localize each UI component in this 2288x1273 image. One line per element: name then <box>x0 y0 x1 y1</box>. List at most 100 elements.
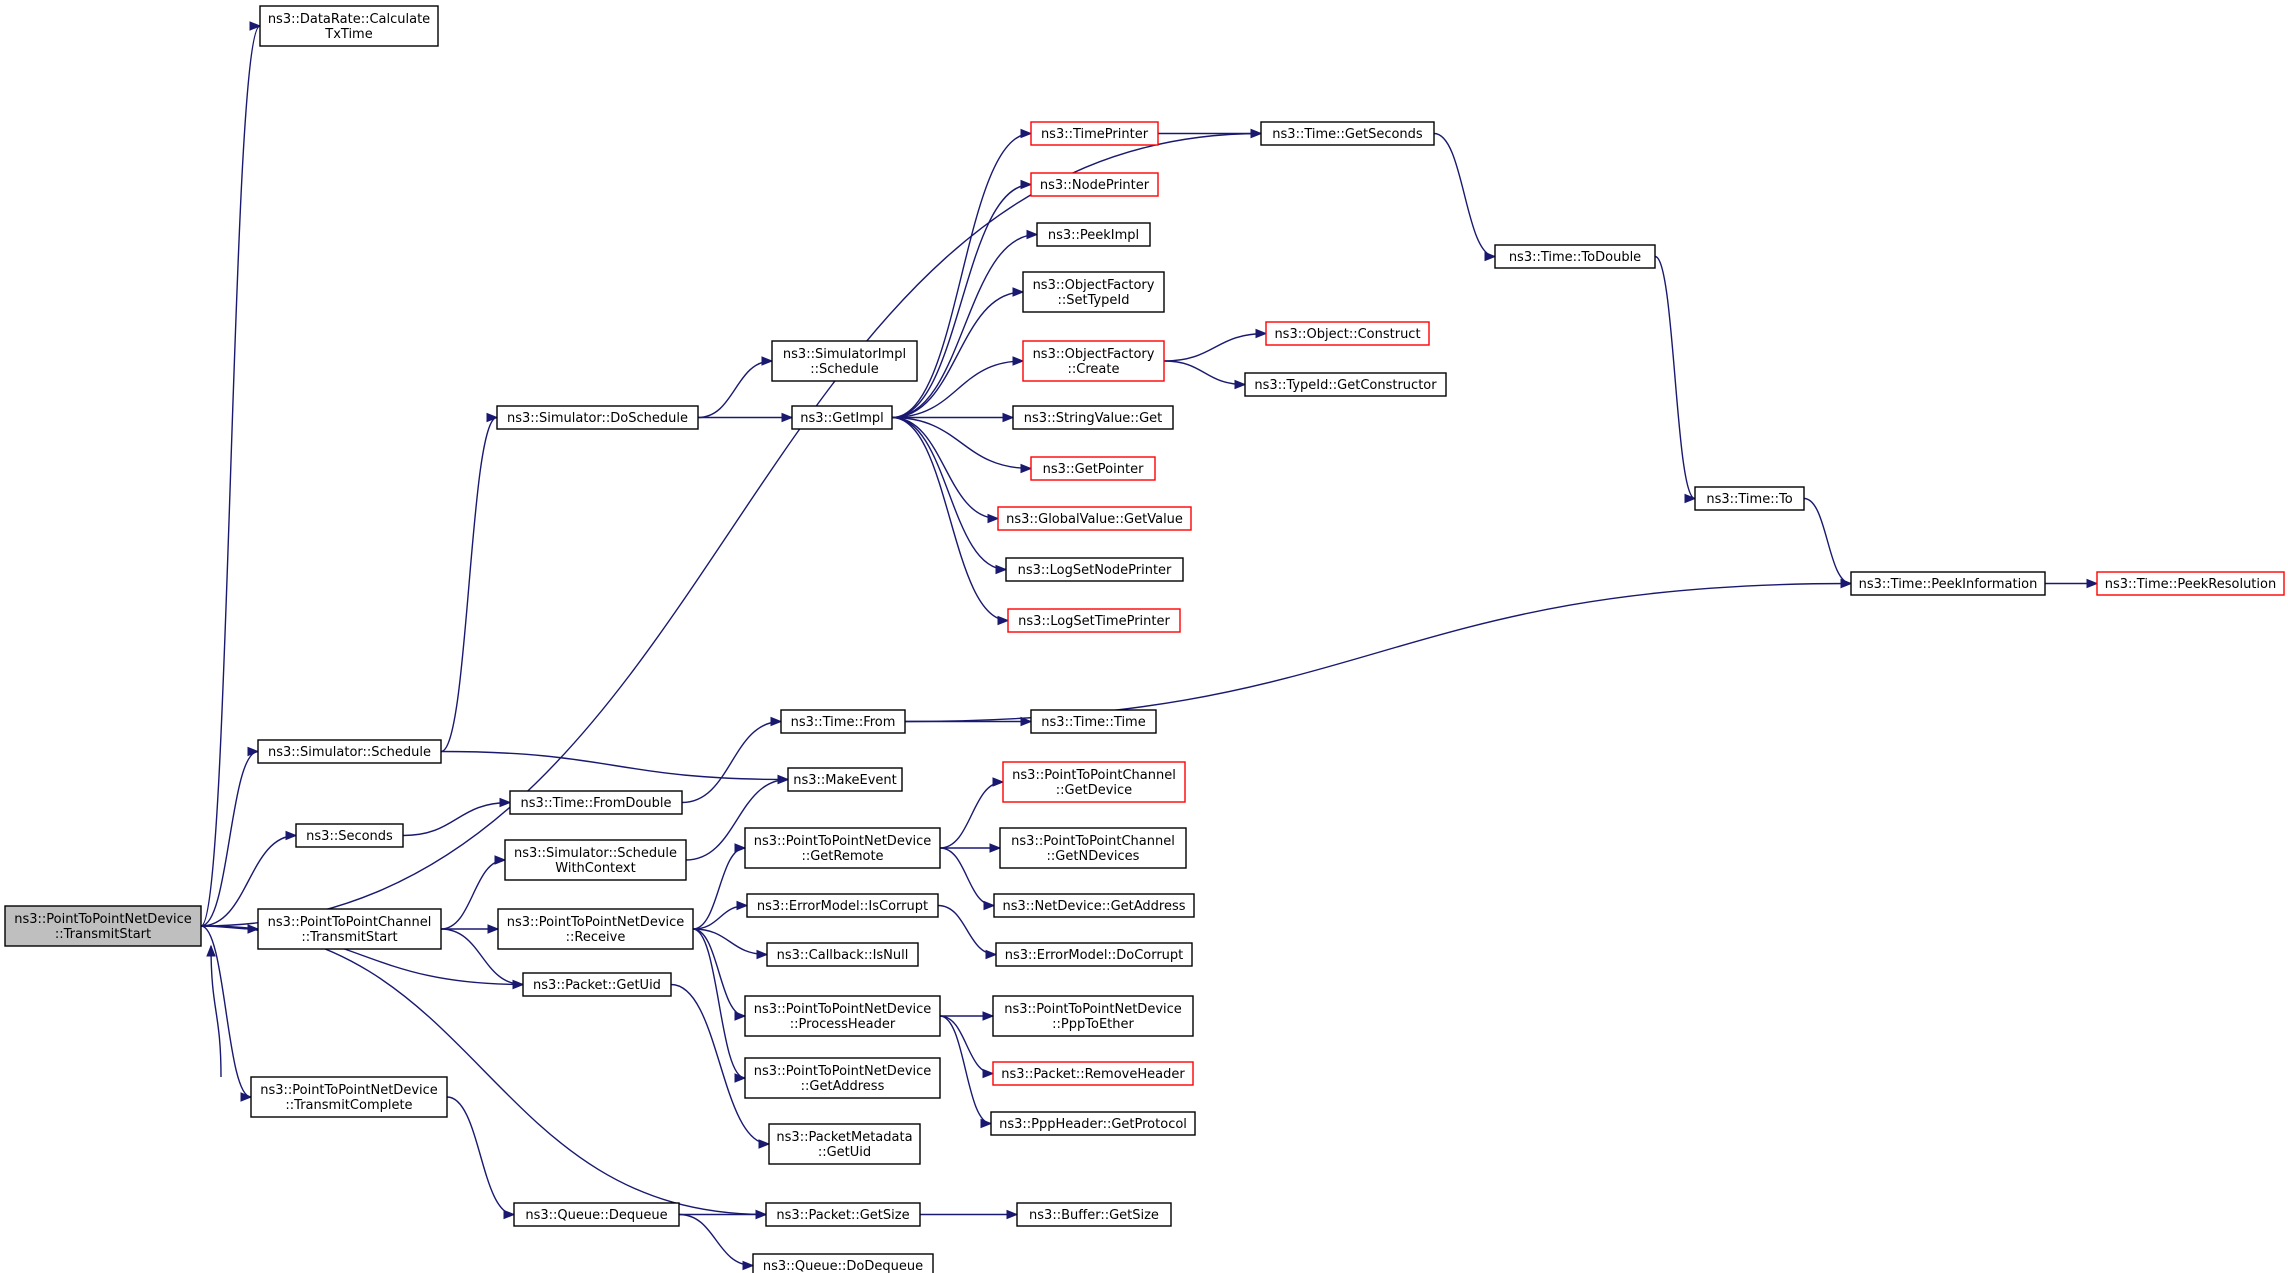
node-simschedule[interactable]: ns3::Simulator::Schedule <box>257 739 442 764</box>
node-box[interactable] <box>1030 456 1156 481</box>
node-bufgetsize[interactable]: ns3::Buffer::GetSize <box>1016 1202 1172 1227</box>
node-peekinfo[interactable]: ns3::Time::PeekInformation <box>1850 571 2046 596</box>
node-timetime[interactable]: ns3::Time::Time <box>1030 709 1157 734</box>
node-globalgetvalue[interactable]: ns3::GlobalValue::GetValue <box>997 506 1192 531</box>
node-box[interactable] <box>1022 271 1165 313</box>
node-box[interactable] <box>497 908 694 950</box>
node-p2pchtransmit[interactable]: ns3::PointToPointChannel::TransmitStart <box>257 908 442 950</box>
node-box[interactable] <box>259 5 439 47</box>
node-p2pgetaddr[interactable]: ns3::PointToPointNetDevice::GetAddress <box>744 1057 941 1099</box>
node-box[interactable] <box>1850 571 2046 596</box>
node-box[interactable] <box>993 893 1195 918</box>
node-peekimpl[interactable]: ns3::PeekImpl <box>1036 222 1151 247</box>
node-dodequeue[interactable]: ns3::Queue::DoDequeue <box>752 1253 934 1273</box>
node-box[interactable] <box>1260 121 1435 146</box>
node-box[interactable] <box>746 893 939 918</box>
node-box[interactable] <box>504 839 687 881</box>
node-pmgetuid[interactable]: ns3::PacketMetadata::GetUid <box>768 1123 921 1165</box>
node-txcomplete[interactable]: ns3::PointToPointNetDevice::TransmitComp… <box>250 1076 448 1118</box>
node-box[interactable] <box>522 972 672 997</box>
node-stringvalueget[interactable]: ns3::StringValue::Get <box>1012 405 1174 430</box>
node-logsetnode[interactable]: ns3::LogSetNodePrinter <box>1005 557 1184 582</box>
node-iscorrupt[interactable]: ns3::ErrorModel::IsCorrupt <box>746 893 939 918</box>
node-box[interactable] <box>1022 340 1165 382</box>
node-getconstructor[interactable]: ns3::TypeId::GetConstructor <box>1244 372 1447 397</box>
node-box[interactable] <box>992 995 1194 1037</box>
node-p2pchgetdevice[interactable]: ns3::PointToPointChannel::GetDevice <box>1002 761 1186 803</box>
node-box[interactable] <box>1002 761 1186 803</box>
node-fromdouble[interactable]: ns3::Time::FromDouble <box>509 790 683 815</box>
node-processheader[interactable]: ns3::PointToPointNetDevice::ProcessHeade… <box>744 995 941 1037</box>
node-logsettime[interactable]: ns3::LogSetTimePrinter <box>1007 608 1181 633</box>
node-pktgetsize[interactable]: ns3::Packet::GetSize <box>765 1202 921 1227</box>
node-getimpl[interactable]: ns3::GetImpl <box>791 405 893 430</box>
node-ofcreate[interactable]: ns3::ObjectFactory::Create <box>1022 340 1165 382</box>
node-box[interactable] <box>496 405 699 430</box>
node-box[interactable] <box>1030 172 1159 197</box>
node-box[interactable] <box>744 995 941 1037</box>
node-box[interactable] <box>1007 608 1181 633</box>
node-box[interactable] <box>766 942 919 967</box>
node-box[interactable] <box>250 1076 448 1118</box>
node-box[interactable] <box>295 823 404 848</box>
node-box[interactable] <box>791 405 893 430</box>
node-box[interactable] <box>1694 486 1805 511</box>
node-box[interactable] <box>1244 372 1447 397</box>
node-box[interactable] <box>1494 244 1656 269</box>
node-box[interactable] <box>2096 571 2285 596</box>
node-box[interactable] <box>999 827 1187 869</box>
node-receive[interactable]: ns3::PointToPointNetDevice::Receive <box>497 908 694 950</box>
node-makeevent[interactable]: ns3::MakeEvent <box>787 767 903 792</box>
node-box[interactable] <box>1012 405 1174 430</box>
node-removeheader[interactable]: ns3::Packet::RemoveHeader <box>992 1061 1194 1086</box>
node-box[interactable] <box>992 1061 1194 1086</box>
node-getndevices[interactable]: ns3::PointToPointChannel::GetNDevices <box>999 827 1187 869</box>
node-doschedule[interactable]: ns3::Simulator::DoSchedule <box>496 405 699 430</box>
node-box[interactable] <box>995 942 1193 967</box>
node-box[interactable] <box>1005 557 1184 582</box>
node-pppgetproto[interactable]: ns3::PppHeader::GetProtocol <box>990 1111 1196 1136</box>
node-cbisnull[interactable]: ns3::Callback::IsNull <box>766 942 919 967</box>
node-box[interactable] <box>4 905 202 947</box>
node-peekres[interactable]: ns3::Time::PeekResolution <box>2096 571 2285 596</box>
node-todouble[interactable]: ns3::Time::ToDouble <box>1494 244 1656 269</box>
node-box[interactable] <box>990 1111 1196 1136</box>
node-nodeprinter[interactable]: ns3::NodePrinter <box>1030 172 1159 197</box>
node-box[interactable] <box>1030 709 1157 734</box>
node-netdevgetaddr[interactable]: ns3::NetDevice::GetAddress <box>993 893 1195 918</box>
node-box[interactable] <box>509 790 683 815</box>
node-box[interactable] <box>780 709 906 734</box>
node-getremote[interactable]: ns3::PointToPointNetDevice::GetRemote <box>744 827 941 869</box>
node-pktgetuid[interactable]: ns3::Packet::GetUid <box>522 972 672 997</box>
node-timeprinter[interactable]: ns3::TimePrinter <box>1030 121 1159 146</box>
node-box[interactable] <box>765 1202 921 1227</box>
node-timeto[interactable]: ns3::Time::To <box>1694 486 1805 511</box>
node-box[interactable] <box>768 1123 921 1165</box>
node-getpointer[interactable]: ns3::GetPointer <box>1030 456 1156 481</box>
node-box[interactable] <box>257 908 442 950</box>
node-box[interactable] <box>771 340 918 382</box>
node-objconstruct[interactable]: ns3::Object::Construct <box>1265 321 1430 346</box>
node-box[interactable] <box>1036 222 1151 247</box>
node-ppptoether[interactable]: ns3::PointToPointNetDevice::PppToEther <box>992 995 1194 1037</box>
node-docorrupt[interactable]: ns3::ErrorModel::DoCorrupt <box>995 942 1193 967</box>
node-ofsettypeid[interactable]: ns3::ObjectFactory::SetTypeId <box>1022 271 1165 313</box>
node-box[interactable] <box>787 767 903 792</box>
node-box[interactable] <box>1030 121 1159 146</box>
node-seconds[interactable]: ns3::Seconds <box>295 823 404 848</box>
node-box[interactable] <box>752 1253 934 1273</box>
node-box[interactable] <box>1016 1202 1172 1227</box>
node-box[interactable] <box>744 1057 941 1099</box>
node-timefrom[interactable]: ns3::Time::From <box>780 709 906 734</box>
node-box[interactable] <box>513 1202 680 1227</box>
node-box[interactable] <box>744 827 941 869</box>
node-dequeue[interactable]: ns3::Queue::Dequeue <box>513 1202 680 1227</box>
node-root[interactable]: ns3::PointToPointNetDevice::TransmitStar… <box>4 905 202 947</box>
node-box[interactable] <box>1265 321 1430 346</box>
node-box[interactable] <box>257 739 442 764</box>
node-box[interactable] <box>997 506 1192 531</box>
node-simimplschedule[interactable]: ns3::SimulatorImpl::Schedule <box>771 340 918 382</box>
node-getseconds[interactable]: ns3::Time::GetSeconds <box>1260 121 1435 146</box>
